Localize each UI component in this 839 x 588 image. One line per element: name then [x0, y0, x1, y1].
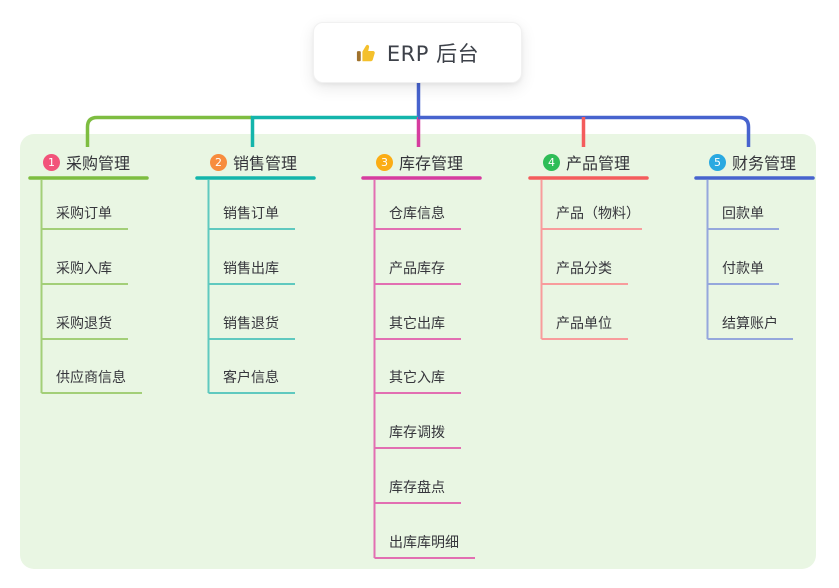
child-node[interactable]: 产品库存	[389, 261, 445, 277]
branch-4-badge: 4	[543, 153, 560, 171]
branch-1-label: 采购管理	[66, 154, 131, 173]
child-node[interactable]: 产品单位	[556, 316, 612, 332]
branch-node-product[interactable]: 4 产品管理	[543, 151, 630, 173]
thumbs-up-icon	[356, 44, 375, 61]
branch-2-label: 销售管理	[233, 154, 298, 173]
child-node[interactable]: 产品分类	[556, 261, 612, 277]
child-node[interactable]: 付款单	[722, 261, 764, 277]
child-node[interactable]: 回款单	[722, 206, 764, 222]
child-node[interactable]: 产品（物料）	[556, 206, 640, 222]
child-node[interactable]: 结算账户	[722, 316, 778, 332]
branch-3-badge: 3	[376, 153, 393, 171]
branch-1-badge: 1	[43, 153, 60, 171]
branch-node-sales[interactable]: 2 销售管理	[210, 151, 297, 173]
child-node[interactable]: 其它出库	[389, 316, 445, 332]
root-node[interactable]: ERP 后台	[313, 22, 522, 83]
child-node[interactable]: 供应商信息	[56, 370, 126, 386]
child-node[interactable]: 销售出库	[223, 261, 279, 277]
branch-4-label: 产品管理	[566, 154, 631, 173]
root-node-label: ERP 后台	[386, 41, 480, 66]
child-node[interactable]: 销售退货	[223, 316, 279, 332]
child-node[interactable]: 采购订单	[56, 206, 112, 222]
child-node[interactable]: 采购入库	[56, 261, 112, 277]
child-node[interactable]: 其它入库	[389, 370, 445, 386]
branch-5-label: 财务管理	[732, 154, 797, 173]
child-node[interactable]: 采购退货	[56, 316, 112, 332]
child-node[interactable]: 仓库信息	[389, 206, 445, 222]
branch-node-inventory[interactable]: 3 库存管理	[376, 151, 463, 173]
branch-2-badge: 2	[210, 153, 227, 171]
child-node[interactable]: 客户信息	[223, 370, 279, 386]
branch-node-finance[interactable]: 5 财务管理	[709, 151, 796, 173]
branch-node-purchase[interactable]: 1 采购管理	[43, 151, 130, 173]
branch-3-label: 库存管理	[399, 154, 464, 173]
child-node[interactable]: 出库库明细	[389, 535, 459, 551]
child-node[interactable]: 库存调拨	[389, 425, 445, 441]
branch-5-badge: 5	[709, 153, 726, 171]
child-node[interactable]: 库存盘点	[389, 480, 445, 496]
branches-panel	[20, 134, 816, 569]
child-node[interactable]: 销售订单	[223, 206, 279, 222]
